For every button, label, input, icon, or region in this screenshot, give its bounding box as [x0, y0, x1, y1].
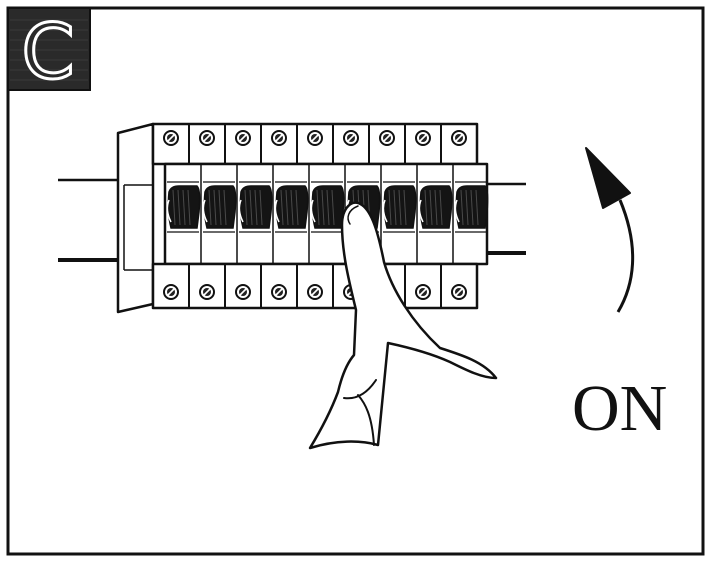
terminal-screw-icon: [379, 130, 395, 146]
breaker-module: [404, 124, 453, 308]
step-label: C: [21, 7, 74, 96]
curved-up-arrow-icon: [585, 147, 635, 313]
breaker-module: [188, 124, 237, 308]
terminal-screw-icon: [163, 284, 179, 300]
terminal-screw-icon: [271, 284, 287, 300]
terminal-screw-icon: [271, 130, 287, 146]
breaker-toggle[interactable]: [382, 185, 417, 229]
breaker-toggle[interactable]: [310, 185, 345, 229]
on-label: ON: [572, 372, 667, 445]
terminal-screw-icon: [235, 284, 251, 300]
terminal-screw-icon: [199, 284, 215, 300]
breaker-toggle[interactable]: [238, 185, 273, 229]
breaker-module: [260, 124, 309, 308]
din-rail: [58, 178, 526, 262]
breaker-module: [296, 124, 345, 308]
pointing-hand-icon: [308, 201, 498, 450]
terminal-screw-icon: [307, 130, 323, 146]
terminal-screw-icon: [235, 130, 251, 146]
terminal-screw-icon: [199, 130, 215, 146]
breaker-toggle[interactable]: [202, 185, 237, 229]
terminal-screw-icon: [415, 130, 431, 146]
breaker-module: [163, 130, 201, 300]
terminal-screw-icon: [163, 130, 179, 146]
terminal-screw-icon: [307, 284, 323, 300]
breaker-toggle[interactable]: [454, 185, 489, 229]
terminal-screw-icon: [343, 130, 359, 146]
step-badge: C: [7, 6, 91, 98]
terminal-screw-icon: [451, 130, 467, 146]
breaker-toggle[interactable]: [418, 185, 453, 229]
breaker-module: [440, 124, 489, 308]
breaker-toggle[interactable]: [274, 185, 309, 229]
breaker-toggle[interactable]: [166, 185, 201, 229]
terminal-screw-icon: [415, 284, 431, 300]
terminal-screw-icon: [451, 284, 467, 300]
breaker-module: [224, 124, 273, 308]
